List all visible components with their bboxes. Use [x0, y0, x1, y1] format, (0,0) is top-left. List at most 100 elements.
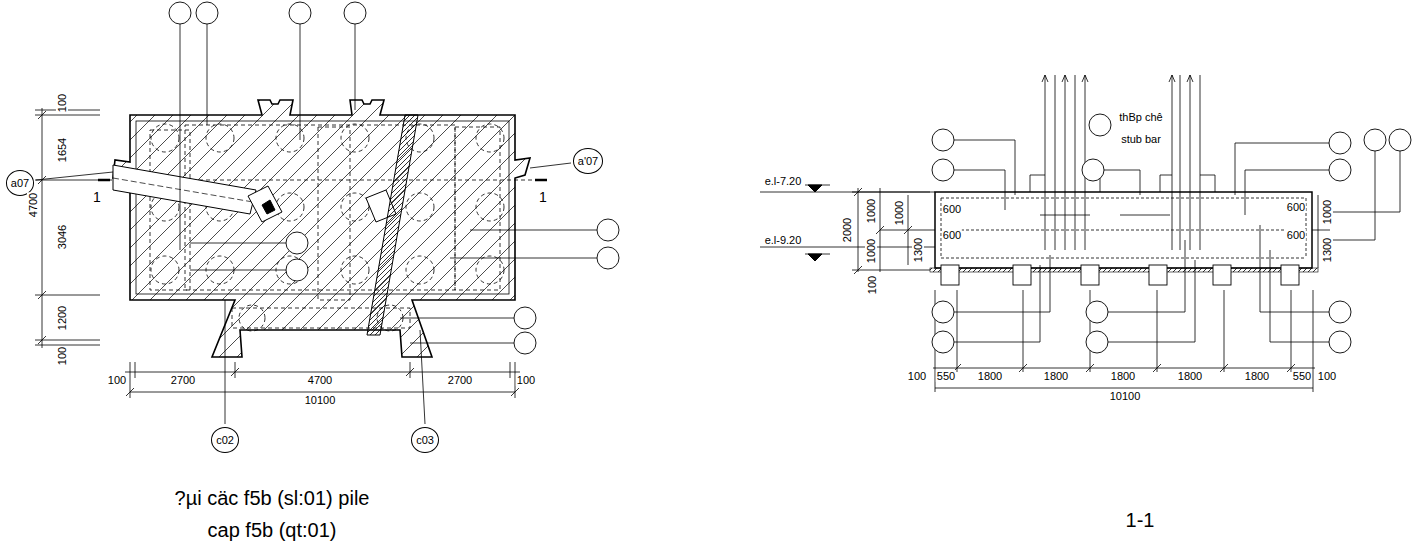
dimension-lines	[231, 368, 239, 376]
dimension-label: 1	[538, 190, 548, 205]
dimension-label: 1800	[1043, 370, 1069, 382]
pile-cap-plan	[341, 256, 369, 284]
dimension-lines	[38, 291, 46, 299]
callout-bubbles	[932, 301, 954, 323]
drawing-caption: ?µi cäc f5b (sl:01) pile cap f5b (qt:01)	[165, 482, 380, 546]
pile-cap-plan	[113, 165, 256, 214]
leader-lines	[410, 343, 514, 344]
section-1-1	[1082, 75, 1088, 82]
dimension-label: 1800	[1177, 370, 1203, 382]
dimension-lines	[126, 388, 134, 396]
callout-bubbles	[597, 247, 619, 269]
leader-lines	[1270, 250, 1329, 342]
section-1-1	[1172, 75, 1173, 250]
leader-lines	[954, 265, 1040, 342]
section-1-1	[854, 188, 862, 196]
pile-cap-plan	[108, 124, 540, 331]
section-1-1	[760, 192, 935, 193]
leader-lines	[36, 24, 597, 343]
section-1-1	[1040, 215, 1090, 216]
section-1-1	[1013, 265, 1031, 285]
dimension-lines	[406, 368, 414, 376]
dimension-label: 4700	[27, 192, 39, 218]
section-1-1	[1081, 265, 1099, 285]
dimension-lines	[410, 362, 411, 378]
section-1-1	[1030, 75, 1215, 250]
section-1-1	[941, 230, 1306, 231]
section-1-1	[1200, 75, 1201, 250]
callout-bubbles	[196, 2, 218, 24]
dimension-label: 1654	[56, 137, 68, 163]
pile-cap-plan	[113, 178, 253, 202]
section-1-1	[1153, 364, 1161, 372]
section-1-1	[852, 188, 1330, 392]
dimension-lines	[42, 108, 43, 348]
section-1-1	[904, 226, 912, 234]
callout-bubbles	[169, 2, 191, 24]
leader-lines	[530, 163, 571, 168]
section-1-1	[854, 266, 862, 274]
pile-cap-plan	[151, 124, 179, 152]
bubble-text: c03	[416, 434, 434, 446]
pile-cap-plan	[455, 127, 500, 290]
dimension-label: 100	[56, 346, 68, 366]
section-1-1	[941, 265, 959, 285]
section-1-1	[941, 198, 1306, 199]
callout-bubbles	[1329, 301, 1351, 323]
dimension-label: 1800	[1244, 370, 1270, 382]
section-1-1	[1291, 290, 1292, 372]
pile-cap-plan	[151, 256, 179, 284]
section-1-1	[1019, 364, 1027, 372]
section-1-1	[1086, 364, 1094, 372]
callout-bubbles	[1389, 129, 1411, 151]
callout-bubbles	[932, 114, 1411, 353]
section-1-1	[1062, 75, 1068, 82]
dimension-label: thBp chê	[1118, 111, 1163, 123]
callout-bubbles	[514, 332, 536, 354]
callout-bubbles	[932, 331, 954, 353]
callout-bubbles	[932, 159, 954, 181]
dimension-lines	[35, 340, 100, 341]
dimension-label: 2000	[841, 217, 853, 243]
leader-lines	[1108, 240, 1185, 312]
section-1-1	[1120, 215, 1170, 216]
dimension-label: 1300	[912, 237, 924, 263]
dimension-label: 4700	[307, 374, 333, 386]
dimension-lines	[510, 362, 511, 378]
section-1-1	[1313, 290, 1314, 392]
section-1-1	[941, 258, 1306, 259]
callout-bubbles	[286, 232, 308, 254]
dimension-label: 1800	[977, 370, 1003, 382]
pile-cap-plan	[136, 121, 509, 294]
callout-bubbles	[1329, 132, 1351, 154]
leader-lines	[1104, 170, 1140, 195]
section-1-1	[1075, 75, 1076, 250]
section-1-1	[1190, 75, 1191, 250]
pile-cap-plan	[239, 305, 265, 331]
dimension-label: 600	[1286, 201, 1306, 213]
callout-bubbles	[932, 129, 954, 151]
pile-cap-plan	[206, 124, 234, 152]
dimension-label: 550	[936, 370, 956, 382]
pile-cap-plan	[98, 100, 547, 357]
section-1-1	[1180, 75, 1181, 250]
dimension-label: 2700	[447, 374, 473, 386]
pile-cap-plan	[341, 193, 369, 221]
dimension-label: 100	[107, 374, 127, 386]
bubble-text: a'07	[578, 155, 598, 167]
dimension-lines	[225, 300, 226, 424]
section-1-1	[935, 388, 1313, 389]
pile-cap-plan	[150, 130, 190, 290]
dimension-label: 100	[1317, 370, 1337, 382]
dimension-label: stub bar	[1120, 133, 1162, 145]
leader-lines	[450, 258, 597, 259]
dimension-lines	[35, 295, 100, 296]
grid-bubble: a'07	[573, 148, 603, 174]
section-1-1	[760, 247, 935, 248]
leader-lines	[1245, 170, 1329, 215]
section-1-1	[1281, 265, 1299, 285]
dimension-label: 1300	[1321, 237, 1333, 263]
dimension-label: 100	[56, 93, 68, 113]
dimension-label: 100	[516, 374, 536, 386]
